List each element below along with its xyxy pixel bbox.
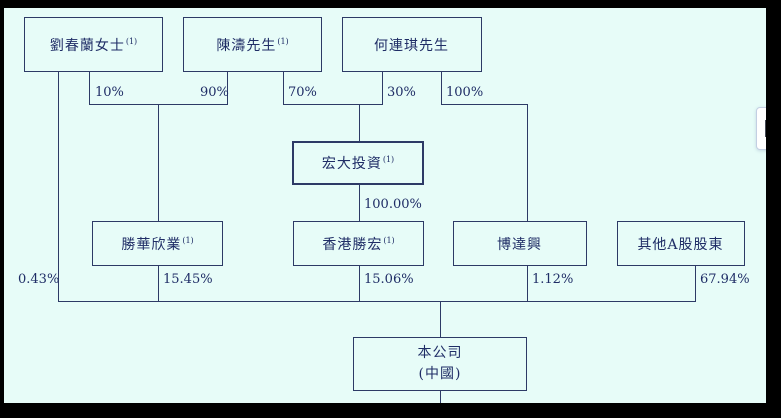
connector-liu-direct [58,72,59,301]
percent-label: 15.06% [364,272,414,287]
node-label: 博達興 [497,236,542,253]
node-liu-chun-lan: 劉春蘭女士(1) [24,17,163,72]
node-label: 香港勝宏(1) [322,235,395,253]
percent-label: 15.45% [163,272,213,287]
company-name: 本公司 [417,345,463,361]
bus-hongda-owners [283,104,383,105]
percent-label: 100% [446,85,484,100]
node-label: 勝華欣業(1) [121,235,194,253]
percent-label: 30% [387,85,416,100]
drop-to-boda [527,104,528,221]
bus-company-owners [58,301,696,302]
side-panel-button[interactable] [756,107,766,150]
node-he-lian-qi: 何連琪先生 [342,17,482,72]
connector-boda-down [527,266,528,301]
company-country: (中國) [418,366,462,382]
connector-liu-10 [89,72,90,104]
percent-label: 100.00% [364,197,422,212]
drop-to-hongda [359,104,360,141]
drop-to-company [440,301,441,337]
node-shenghua-xinye: 勝華欣業(1) [92,221,223,266]
bus-boda-owner [441,104,528,105]
node-bodaxing: 博達興 [453,221,587,266]
percent-label: 90% [200,85,229,100]
node-label: 其他A股股東 [637,236,724,253]
node-other-a-shareholders: 其他A股股東 [617,221,745,266]
connector-chen-90 [227,72,228,104]
shareholding-diagram: 劉春蘭女士(1) 陳濤先生(1) 何連琪先生 宏大投資(1) 勝華欣業(1) 香… [4,8,766,403]
node-label: 陳濤先生(1) [216,36,289,54]
connector-hongda-hk [359,185,360,221]
connector-he-30 [382,72,383,104]
node-label: 本公司 (中國) [418,343,463,385]
percent-label: 70% [288,85,317,100]
node-label: 何連琪先生 [374,37,449,54]
percent-label: 10% [95,85,124,100]
drop-to-shenghua [158,104,159,221]
connector-hk-down [359,266,360,301]
connector-othera-down [695,266,696,301]
node-hongda-investment: 宏大投資(1) [292,141,424,185]
connector-company-down [440,391,441,403]
node-hongkong-shenghong: 香港勝宏(1) [293,221,424,266]
percent-label: 1.12% [532,272,574,287]
percent-label: 0.43% [18,272,60,287]
percent-label: 67.94% [700,272,750,287]
node-label: 宏大投資(1) [321,155,395,172]
connector-shenghua-down [158,266,159,301]
document-icon [764,120,766,137]
connector-he-100 [441,72,442,104]
connector-chen-70 [283,72,284,104]
node-company: 本公司 (中國) [353,337,527,391]
node-label: 劉春蘭女士(1) [49,36,138,54]
node-chen-tao: 陳濤先生(1) [183,17,322,72]
